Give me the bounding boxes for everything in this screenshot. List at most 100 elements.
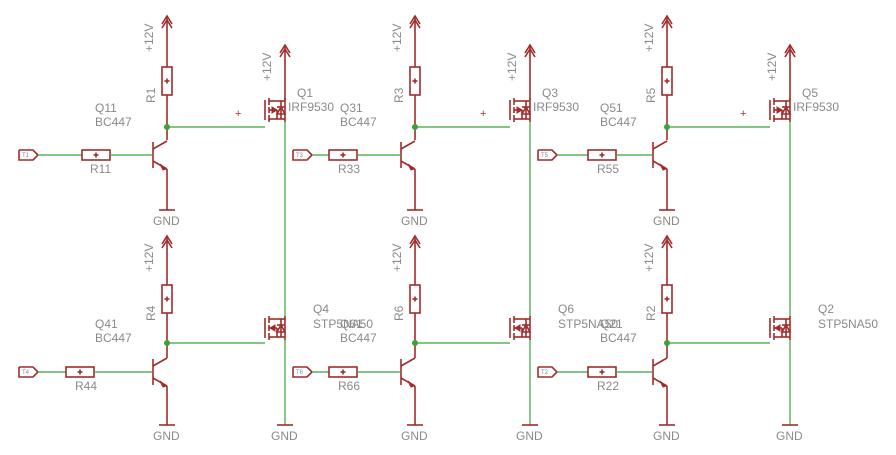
nmos-type-label: STP5NA50 xyxy=(818,317,878,331)
port-label: T1 xyxy=(22,153,30,159)
diode-triangle xyxy=(275,105,287,115)
port-label: T3 xyxy=(296,153,304,159)
resistor-symbol xyxy=(161,284,173,314)
nmos-name-label: Q6 xyxy=(558,302,574,316)
port-flag xyxy=(292,366,314,378)
gate-marker: + xyxy=(480,108,486,120)
npn-type-label: BC447 xyxy=(600,115,637,129)
input-resistor-label: R44 xyxy=(75,379,97,393)
supply-label: +12V xyxy=(642,244,656,272)
supply-symbol: +12V xyxy=(260,43,291,81)
resistor-symbol xyxy=(409,284,421,314)
supply-symbol: +12V xyxy=(390,14,421,52)
channel-1: +12VR1GNDQ11BC447T1R11+12VQ1IRF9530++12V… xyxy=(18,14,373,443)
emitter-arrow xyxy=(159,163,168,171)
ground-symbol: GND xyxy=(401,424,428,443)
ground-symbol: GND xyxy=(776,424,803,443)
ground-label: GND xyxy=(516,429,543,443)
supply-label: +12V xyxy=(142,24,156,52)
ground-symbol: GND xyxy=(401,209,428,228)
pmos-type-label: IRF9530 xyxy=(533,100,579,114)
input-resistor-label: R55 xyxy=(597,162,619,176)
ground-symbol: GND xyxy=(516,424,543,443)
diode-triangle xyxy=(275,323,287,333)
ground-label: GND xyxy=(653,214,680,228)
npn-type-label: BC447 xyxy=(95,115,132,129)
pull-up-label: R6 xyxy=(392,305,406,321)
gate-marker: + xyxy=(740,108,746,120)
emitter-arrow xyxy=(407,380,416,388)
resistor-symbol xyxy=(409,66,421,96)
npn-name-label: Q11 xyxy=(95,101,117,115)
nmos-type-label: STP5NA50 xyxy=(558,317,618,331)
collector-lead xyxy=(652,357,668,367)
port-label: T4 xyxy=(22,370,30,376)
npn-type-label: BC447 xyxy=(95,331,132,345)
nmos-name-label: Q2 xyxy=(818,302,834,316)
collector-lead xyxy=(400,357,416,367)
body-arrow xyxy=(514,324,521,332)
pmos-type-label: IRF9530 xyxy=(793,100,839,114)
pull-up-label: R1 xyxy=(144,87,158,103)
resistor-symbol xyxy=(328,149,358,161)
collector-lead xyxy=(652,140,668,150)
port-label: T5 xyxy=(541,153,549,159)
supply-label: +12V xyxy=(390,24,404,52)
supply-label: +12V xyxy=(142,244,156,272)
supply-symbol: +12V xyxy=(142,234,173,272)
ground-label: GND xyxy=(153,429,180,443)
resistor-symbol xyxy=(328,366,358,378)
channel-2: +12VR3GNDQ31BC447T3R33+12VQ3IRF9530++12V… xyxy=(292,14,618,443)
nmos-transistor xyxy=(264,316,287,340)
npn-name-label: Q31 xyxy=(340,101,363,115)
ground-symbol: GND xyxy=(653,209,680,228)
junction-dot xyxy=(164,340,170,346)
pmos-transistor xyxy=(509,98,532,122)
input-port: T5 xyxy=(537,149,559,161)
supply-label: +12V xyxy=(260,53,274,81)
emitter-arrow xyxy=(407,163,416,171)
port-flag xyxy=(292,149,314,161)
port-flag xyxy=(18,149,40,161)
resistor-symbol xyxy=(81,149,111,161)
supply-label: +12V xyxy=(505,53,519,81)
pmos-transistor xyxy=(769,98,792,122)
supply-symbol: +12V xyxy=(642,14,673,52)
ground-label: GND xyxy=(401,429,428,443)
diode-triangle xyxy=(780,323,792,333)
npn-type-label: BC447 xyxy=(340,331,377,345)
input-port: T6 xyxy=(292,366,314,378)
nmos-transistor xyxy=(509,316,532,340)
resistor-symbol xyxy=(161,66,173,96)
collector-lead xyxy=(400,140,416,150)
input-resistor-label: R22 xyxy=(597,379,619,393)
pmos-name-label: Q1 xyxy=(297,86,313,100)
nmos-transistor xyxy=(769,316,792,340)
supply-symbol: +12V xyxy=(642,234,673,272)
resistor-symbol xyxy=(587,149,617,161)
input-resistor-label: R33 xyxy=(338,162,360,176)
supply-label: +12V xyxy=(390,244,404,272)
pull-up-label: R5 xyxy=(644,87,658,103)
junction-dot xyxy=(664,124,670,130)
junction-dot xyxy=(412,124,418,130)
resistor-symbol xyxy=(587,366,617,378)
channel-3: +12VR5GNDQ51BC447T5R55+12VQ5IRF9530++12V… xyxy=(537,14,878,443)
supply-label: +12V xyxy=(765,53,779,81)
input-resistor-label: R66 xyxy=(338,379,360,393)
npn-type-label: BC447 xyxy=(340,115,377,129)
supply-symbol: +12V xyxy=(142,14,173,52)
supply-symbol: +12V xyxy=(505,43,536,81)
emitter-arrow xyxy=(659,163,668,171)
junction-dot xyxy=(412,340,418,346)
pmos-name-label: Q3 xyxy=(542,86,558,100)
npn-transistor xyxy=(400,357,416,388)
resistor-symbol xyxy=(661,284,673,314)
body-arrow xyxy=(271,106,278,114)
body-arrow xyxy=(774,324,781,332)
npn-name-label: Q61 xyxy=(340,317,363,331)
ground-symbol: GND xyxy=(153,209,180,228)
resistor-symbol xyxy=(661,66,673,96)
npn-transistor xyxy=(652,357,668,388)
